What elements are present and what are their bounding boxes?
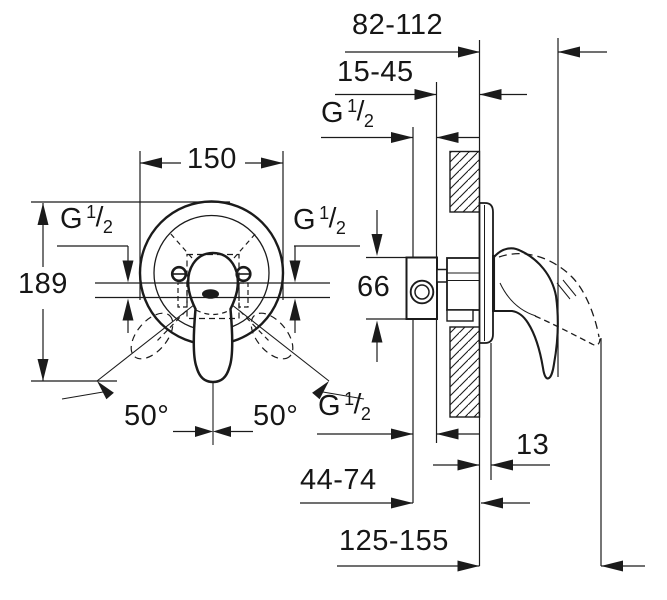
side-view <box>300 38 645 572</box>
thread-prefix: G <box>293 204 317 236</box>
thread-separator: / <box>328 202 337 233</box>
thread-separator: / <box>353 388 362 419</box>
housing-step <box>446 309 474 322</box>
thread-separator: / <box>95 201 104 232</box>
inlet-port-inner <box>414 284 430 300</box>
dim-body-height-label: 66 <box>357 271 391 303</box>
side-dimension-arrows <box>371 46 623 572</box>
swing-tip-right-dashed <box>250 312 294 360</box>
lever-handle-front <box>186 251 240 384</box>
thread-prefix: G <box>321 97 345 129</box>
dim-mounting-depth-label: 15-45 <box>337 56 414 88</box>
angle-right-label: 50° <box>253 400 299 432</box>
thread-numerator: 1 <box>347 96 358 116</box>
angle-left-label: 50° <box>124 400 170 432</box>
front-view <box>31 151 365 445</box>
escutcheon-side <box>478 202 494 344</box>
dim-wall-to-open-handle-label: 125-155 <box>339 525 449 557</box>
lever-handle-side <box>492 247 559 380</box>
thread-prefix: G <box>60 203 84 235</box>
thread-prefix: G <box>318 390 342 422</box>
front-dimension-arrows <box>37 157 301 381</box>
thread-numerator: 1 <box>319 203 330 223</box>
thread-denominator: 2 <box>335 218 347 238</box>
valve-assembly <box>405 202 559 380</box>
thread-denominator: 2 <box>360 404 372 424</box>
escutcheon-screws <box>170 265 252 283</box>
handle-open-position-dashed <box>498 253 601 346</box>
wall-hatch-upper <box>449 150 481 213</box>
thread-numerator: 1 <box>344 389 355 409</box>
wall-section <box>449 150 481 418</box>
cartridge-nipple <box>436 268 448 283</box>
angle-dimension-arrows <box>97 381 329 445</box>
thread-denominator: 2 <box>363 111 375 131</box>
wall-hatch-lower <box>449 326 481 418</box>
handle-swing-dashed <box>130 232 294 360</box>
dim-escutcheon-projection-label: 13 <box>516 429 550 461</box>
handle-logo-mark <box>202 289 219 299</box>
thread-separator: / <box>356 95 365 126</box>
swing-tip-left-dashed <box>130 312 174 360</box>
dim-overall-height-label: 189 <box>18 268 68 300</box>
dim-wall-to-handle-label: 82-112 <box>352 9 444 41</box>
cartridge-housing <box>446 257 482 311</box>
thread-numerator: 1 <box>86 202 97 222</box>
dim-outlet-depth-label: 44-74 <box>300 464 377 496</box>
front-extension-lines <box>31 151 284 382</box>
dim-escutcheon-diameter-label: 150 <box>187 143 237 175</box>
thread-denominator: 2 <box>102 217 114 237</box>
